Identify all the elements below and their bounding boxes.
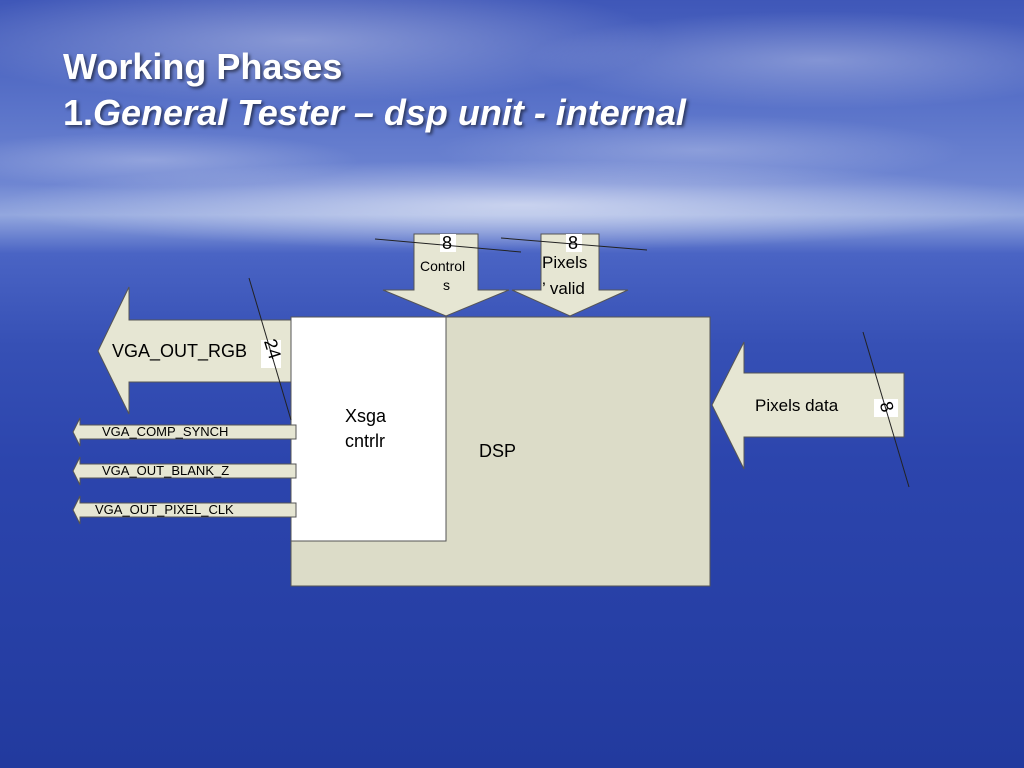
vga-rgb-bus-slash (248, 277, 292, 421)
vga-out-rgb-label: VGA_OUT_RGB (112, 341, 248, 361)
pixels-data-label: Pixels data (755, 396, 839, 415)
signal-label: VGA_COMP_SYNCH (102, 424, 229, 439)
controls-label-line2: s (443, 277, 450, 293)
signal-label: VGA_OUT_BLANK_Z (102, 463, 230, 478)
title-number: 1. (63, 92, 94, 133)
pixels-valid-arrow (511, 233, 629, 317)
pixels-data-bus-slash (862, 331, 910, 488)
title-subtitle: General Tester – dsp unit - internal (93, 92, 686, 133)
controls-bus-width: 8 (442, 233, 453, 253)
xsga-label-line2: cntrlr (345, 431, 385, 451)
pixels-valid-label-line1: Pixels (542, 253, 588, 272)
pixels-valid-label-line2: ’ valid (542, 279, 585, 298)
vga-out-rgb-arrow (97, 286, 292, 415)
xsga-controller-block (290, 316, 447, 542)
slide-title: Working Phases 1.General Tester – dsp un… (63, 44, 686, 136)
vga-comp-synch-arrow (72, 417, 297, 447)
vga-out-blank-z-arrow (72, 456, 297, 486)
signal-label: VGA_OUT_PIXEL_CLK (95, 502, 234, 517)
controls-label-line1: Control (420, 258, 466, 274)
title-line-2: 1.General Tester – dsp unit - internal (63, 90, 686, 136)
pixels-valid-bus-slash (500, 237, 648, 251)
pixels-data-arrow (711, 341, 905, 470)
vga-out-pixel-clk-arrow (72, 495, 297, 525)
controls-bus-slash (374, 238, 522, 253)
controls-arrow (382, 233, 510, 317)
title-line-1: Working Phases (63, 46, 343, 87)
pixels-valid-bus-width: 8 (568, 233, 579, 253)
controls-width-box (440, 234, 456, 252)
dsp-label: DSP (479, 441, 517, 461)
pixels-valid-width-box (566, 234, 582, 252)
xsga-label-line1: Xsga (345, 406, 387, 426)
